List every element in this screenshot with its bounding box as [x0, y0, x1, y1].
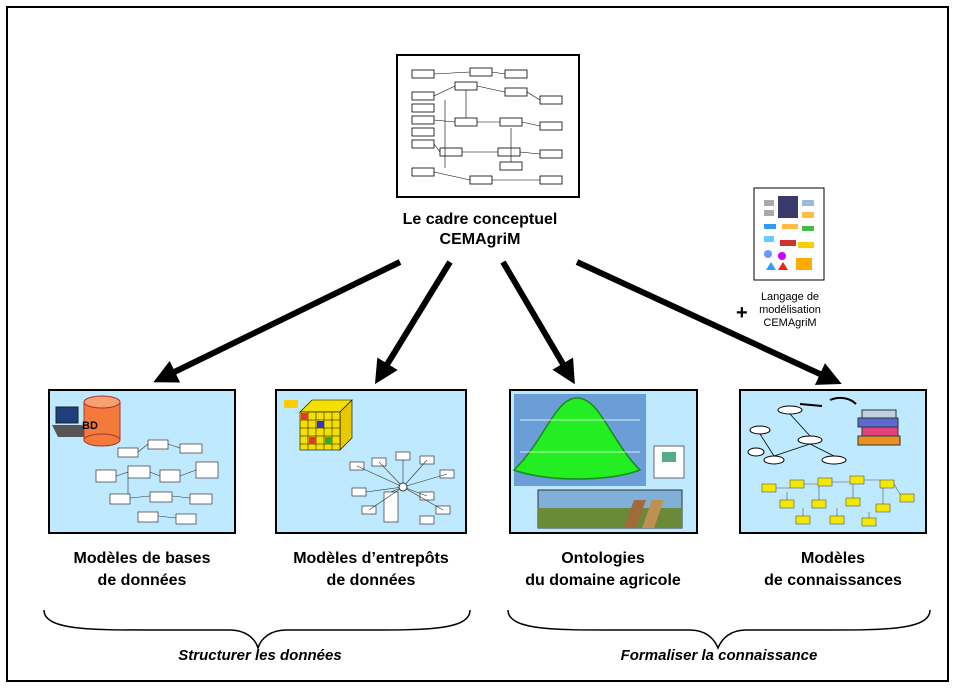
label-database-line2: de données [97, 572, 187, 589]
db-badge: BD [82, 420, 98, 432]
label-ontologies: Ontologies du domaine agricole [500, 548, 706, 592]
panel-ontology-art [509, 389, 698, 534]
label-knowledge-line2: de connaissances [764, 572, 902, 589]
arrows [153, 259, 842, 385]
brace-right [507, 609, 931, 651]
panel-knowledge-art [739, 389, 927, 534]
panel-database-art [48, 389, 236, 534]
label-knowledge-models: Modèles de connaissances [732, 548, 934, 592]
label-database-line1: Modèles de bases [73, 550, 211, 567]
label-database-models: Modèles de bases de données [44, 548, 240, 592]
label-knowledge-line1: Modèles [800, 550, 865, 567]
label-warehouse-line2: de données [326, 572, 416, 589]
label-warehouse-models: Modèles d’entrepôts de données [268, 548, 474, 592]
panel-warehouse-art [275, 389, 467, 534]
brace-left [43, 609, 471, 651]
label-ontologies-line2: du domaine agricole [525, 572, 681, 589]
label-ontologies-line1: Ontologies [561, 550, 645, 567]
central-title: Le cadre conceptuel CEMAgriM [360, 210, 600, 250]
language-caption: Langage de modélisation CEMAgriM [740, 291, 840, 330]
group-label-structure: Structurer les données [178, 647, 342, 664]
language-line3: CEMAgriM [763, 317, 817, 329]
language-line2: modélisation [759, 304, 821, 316]
framework-thumbnail [396, 54, 580, 198]
label-warehouse-line1: Modèles d’entrepôts [293, 550, 449, 567]
plus-sign: + [736, 302, 748, 324]
language-thumbnail [753, 187, 825, 281]
central-title-line1: Le cadre conceptuel [402, 211, 558, 228]
central-title-line2: CEMAgriM [439, 231, 521, 248]
group-label-formalize: Formaliser la connaissance [620, 647, 818, 664]
language-line1: Langage de [760, 291, 820, 303]
